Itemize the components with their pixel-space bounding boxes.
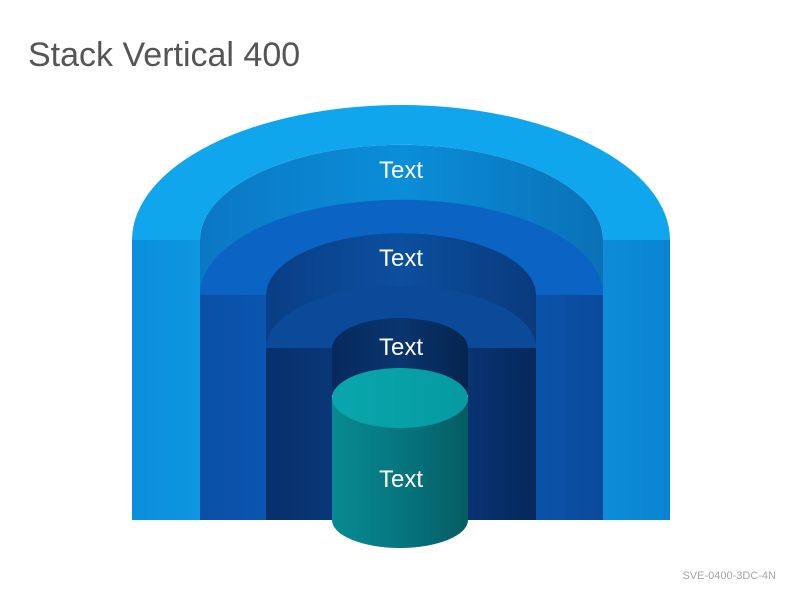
layer-1-label: Text: [379, 157, 423, 184]
layer-2-wall: [200, 295, 603, 520]
center-cylinder: [332, 368, 468, 548]
layer-3-wall: [266, 348, 536, 520]
layer-1-wall: [132, 240, 670, 520]
layer-3-top: [266, 286, 536, 348]
page-title: Stack Vertical 400: [28, 36, 301, 74]
cylinder-body: [332, 398, 468, 548]
cylinder-top: [332, 368, 468, 428]
layer-1-top: [132, 105, 670, 241]
layer-3-label: Text: [379, 334, 423, 361]
layer-2-top: [200, 199, 603, 295]
layer-2-label: Text: [379, 245, 423, 272]
slide-code: SVE-0400-3DC-4N: [682, 570, 776, 582]
cylinder-label: Text: [379, 466, 423, 493]
